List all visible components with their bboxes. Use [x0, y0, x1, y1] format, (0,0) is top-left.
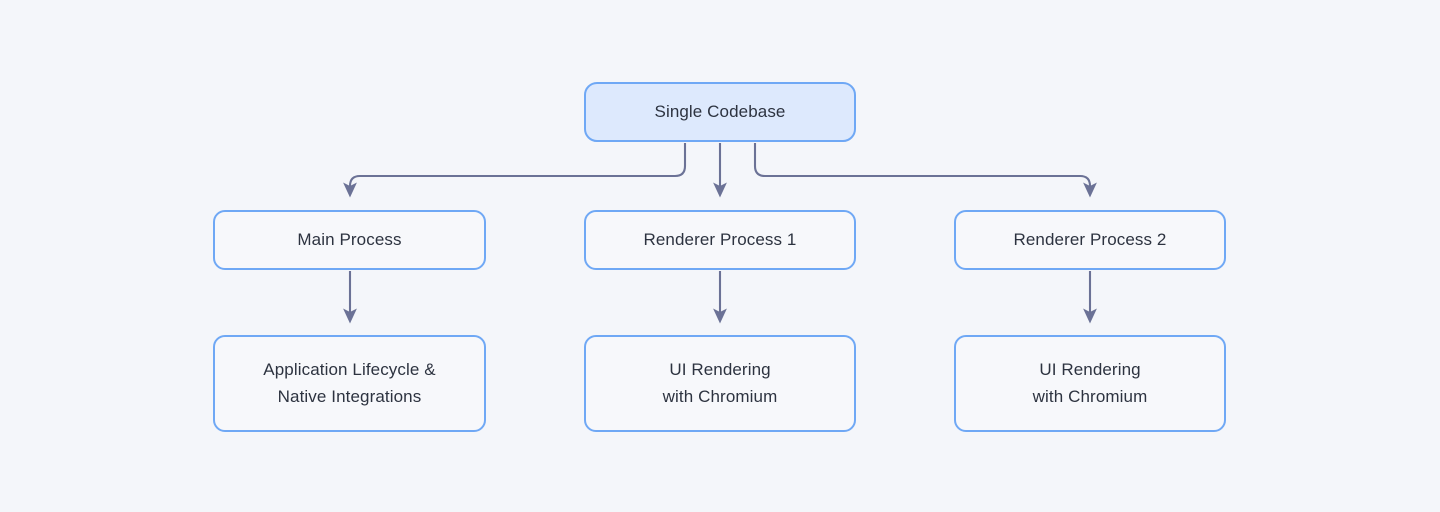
node-ui-rendering-1[interactable]: UI Rendering with Chromium [584, 335, 856, 432]
node-label: Renderer Process 2 [1013, 229, 1167, 249]
node-renderer-process-2[interactable]: Renderer Process 2 [954, 210, 1226, 270]
node-label: UI Rendering with Chromium [662, 360, 778, 406]
edge-root-to-renderer-process-2 [753, 143, 1097, 198]
node-single-codebase[interactable]: Single Codebase [584, 82, 856, 142]
node-label: Application Lifecycle & Native Integrati… [263, 360, 436, 406]
node-label: Renderer Process 1 [643, 229, 797, 249]
node-label: UI Rendering with Chromium [1032, 360, 1148, 406]
node-main-process[interactable]: Main Process [213, 210, 486, 270]
node-label: Single Codebase [654, 101, 786, 121]
node-application-lifecycle[interactable]: Application Lifecycle & Native Integrati… [213, 335, 486, 432]
edge-root-to-main-process [343, 143, 687, 198]
node-ui-rendering-2[interactable]: UI Rendering with Chromium [954, 335, 1226, 432]
node-label: Main Process [297, 229, 402, 249]
node-renderer-process-1[interactable]: Renderer Process 1 [584, 210, 856, 270]
